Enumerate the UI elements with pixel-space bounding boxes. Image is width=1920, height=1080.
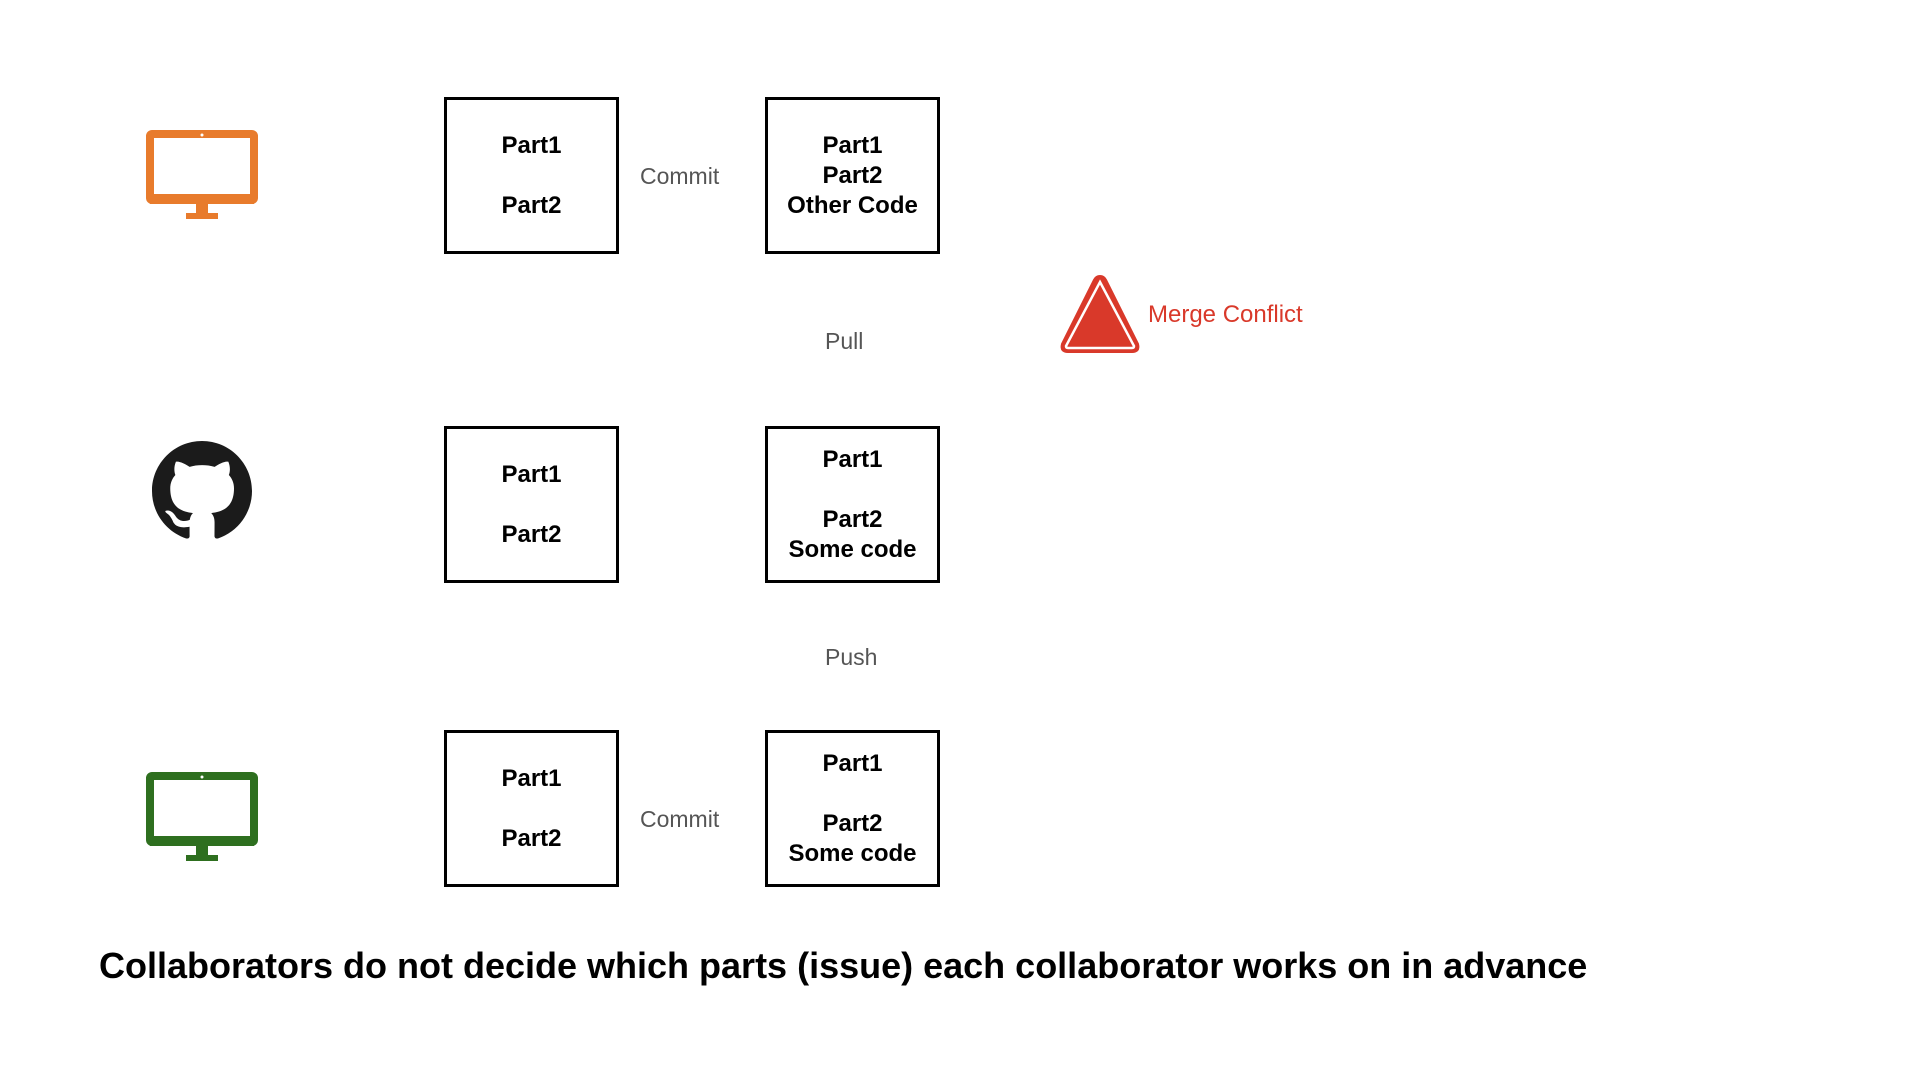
box-line: Part1 [822, 131, 883, 159]
push-label: Push [825, 644, 878, 670]
pull-label: Pull [825, 328, 864, 354]
middle-before-box: Part1 Part2 [444, 426, 619, 583]
box-line: Part2 [501, 824, 562, 852]
box-line: Some code [788, 839, 917, 867]
middle-after-box: Part1 Part2 Some code [765, 426, 940, 583]
box-line: Part1 [501, 460, 562, 488]
box-line: Part1 [501, 131, 562, 159]
bottom-after-box: Part1 Part2 Some code [765, 730, 940, 887]
box-line: Some code [788, 535, 917, 563]
box-line: Part1 [822, 749, 883, 777]
box-line: Part2 [501, 191, 562, 219]
box-line: Part2 [822, 809, 883, 837]
merge-conflict-label: Merge Conflict [1148, 301, 1303, 328]
monitor-icon [146, 772, 258, 861]
box-line: Other Code [787, 191, 918, 219]
box-line: Part1 [501, 764, 562, 792]
top-after-box: Part1 Part2 Other Code [765, 97, 940, 254]
github-icon [152, 441, 252, 539]
commit-label-bottom: Commit [640, 806, 720, 832]
slide-caption: Collaborators do not decide which parts … [99, 945, 1588, 986]
box-line: Part2 [501, 520, 562, 548]
monitor-icon [146, 130, 258, 219]
box-line: Part2 [822, 505, 883, 533]
warning-triangle-icon [1060, 274, 1140, 353]
commit-label-top: Commit [640, 163, 720, 189]
top-before-box: Part1 Part2 [444, 97, 619, 254]
bottom-before-box: Part1 Part2 [444, 730, 619, 887]
box-line: Part2 [822, 161, 883, 189]
box-line: Part1 [822, 445, 883, 473]
